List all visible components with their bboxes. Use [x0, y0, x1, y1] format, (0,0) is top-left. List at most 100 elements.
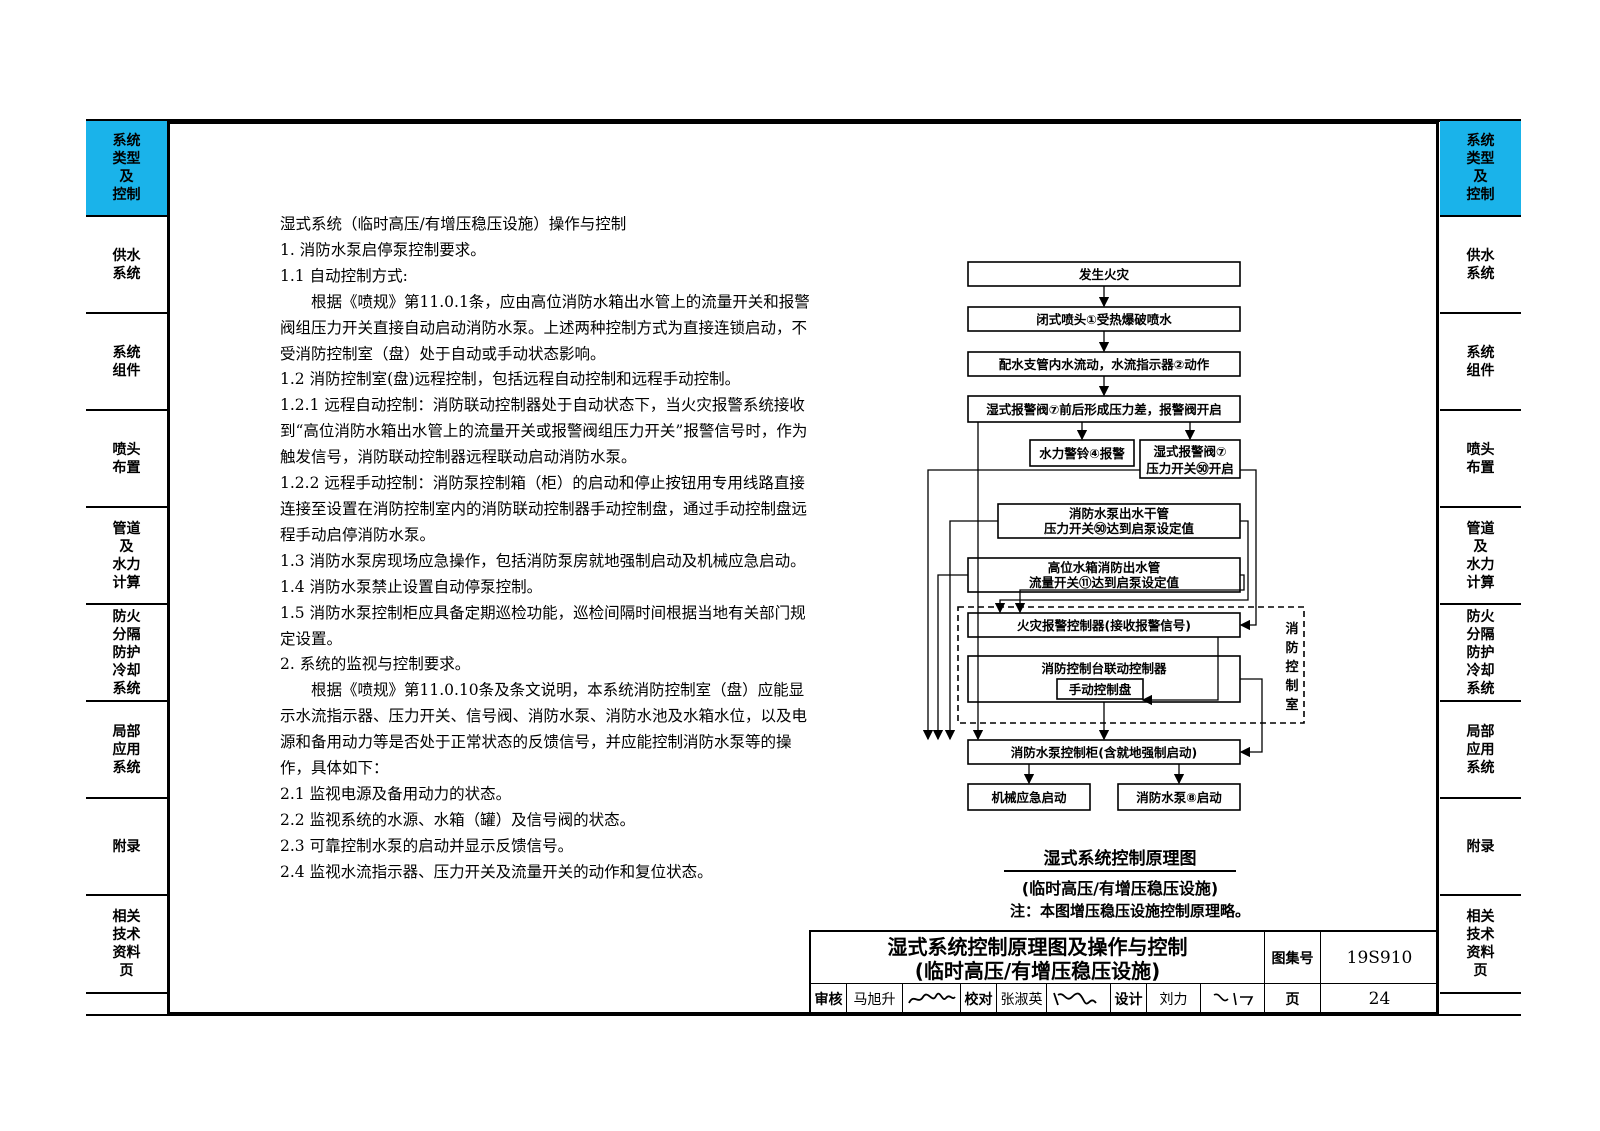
nav-left-water-supply[interactable]: 供水 系统 — [86, 217, 167, 314]
drawing-title-line1: 湿式系统控制原理图及操作与控制 — [887, 935, 1188, 959]
flow-label: 压力开关㊿达到启泵设定值 — [1044, 521, 1195, 536]
flow-label: 消防水泵⑧启动 — [1136, 790, 1222, 805]
flow-box-mechanical-start — [967, 783, 1091, 811]
nav-right-label: 局部 应用 系统 — [1466, 723, 1495, 776]
nav-right-label: 相关 技术 资料 页 — [1466, 909, 1495, 979]
nav-right-related[interactable]: 相关 技术 资料 页 — [1440, 896, 1521, 994]
paragraph: 2.3 可靠控制水泵的启动并显示反馈信号。 — [280, 836, 574, 855]
arrow — [994, 520, 1249, 614]
flow-box-manual-panel — [1056, 678, 1144, 700]
nav-left-label: 局部 应用 系统 — [112, 723, 141, 776]
paragraph: 2.4 监视水流指示器、压力开关及流量开关的动作和复位状态。 — [280, 862, 713, 881]
flow-label: 闭式喷头①受热爆破喷水 — [1036, 312, 1172, 327]
nav-left-components[interactable]: 系统 组件 — [86, 314, 167, 411]
nav-left-related[interactable]: 相关 技术 资料 页 — [86, 896, 167, 994]
right-nav: 系统 类型 及 控制 供水 系统 系统 组件 喷头 布置 管道 及 水力 计算 … — [1440, 121, 1521, 994]
paragraph: 根据《喷规》第11.0.10条及条文说明，本系统消防控制室（盘）应能显示水流指示… — [280, 681, 808, 778]
figure-note: 注：本图增压稳压设施控制原理略。 — [1009, 902, 1250, 920]
nav-right-water-supply[interactable]: 供水 系统 — [1440, 217, 1521, 314]
arrow — [1239, 469, 1257, 631]
figure-subtitle: (临时高压/有增压稳压设施) — [1021, 879, 1219, 898]
nav-right-local-application[interactable]: 局部 应用 系统 — [1440, 702, 1521, 799]
check-signature — [1047, 984, 1111, 1014]
control-room-label: 消 防 控 制 室 — [1285, 622, 1299, 713]
flow-box-flow-switch — [967, 557, 1241, 593]
design-label: 设计 — [1111, 984, 1147, 1014]
nav-left-piping[interactable]: 管道 及 水力 计算 — [86, 508, 167, 605]
nav-right-fire-separation[interactable]: 防火 分隔 防护 冷却 系统 — [1440, 605, 1521, 702]
nav-left-label: 喷头 布置 — [112, 441, 141, 476]
arrow — [1014, 574, 1245, 614]
flow-box-pump-start — [1117, 783, 1241, 811]
nav-left-label: 系统 组件 — [112, 344, 141, 379]
flow-label: 手动控制盘 — [1069, 682, 1132, 697]
flow-box-main-pressure — [997, 503, 1241, 539]
check-name: 张淑英 — [997, 984, 1047, 1014]
title-block: 湿式系统控制原理图及操作与控制 (临时高压/有增压稳压设施) 图集号 19S91… — [809, 930, 1439, 1014]
bottom-rule — [86, 1014, 1521, 1016]
review-name: 马旭升 — [847, 984, 903, 1014]
paragraph: 1.4 消防水泵禁止设置自动停泵控制。 — [280, 577, 543, 596]
flow-label: 湿式报警阀⑦ — [1153, 444, 1226, 459]
paragraph: 1.2.2 远程手动控制：消防泵控制箱（柜）的启动和停止按钮用专用线路直接连接至… — [280, 474, 808, 544]
left-nav: 系统 类型 及 控制 供水 系统 系统 组件 喷头 布置 管道 及 水力 计算 … — [86, 121, 167, 994]
figure-title: 湿式系统控制原理图 — [1043, 849, 1197, 869]
flow-label: 水力警铃④报警 — [1039, 446, 1125, 461]
paragraph: 根据《喷规》第11.0.1条，应由高位消防水箱出水管上的流量开关和报警阀组压力开… — [280, 292, 810, 363]
figure-title-underline — [1004, 870, 1236, 872]
arrow — [944, 520, 998, 741]
nav-left-label: 防火 分隔 防护 冷却 系统 — [112, 608, 141, 697]
flow-box-alarm-controller — [967, 612, 1241, 638]
control-room-boundary — [957, 606, 1305, 724]
flow-box-alarm-valve — [967, 395, 1241, 423]
nav-left-label: 供水 系统 — [112, 247, 141, 282]
drawing-title-line2: (临时高压/有增压稳压设施) — [914, 959, 1161, 983]
nav-right-system-types[interactable]: 系统 类型 及 控制 — [1440, 121, 1521, 217]
nav-left-appendix[interactable]: 附录 — [86, 799, 167, 896]
nav-right-components[interactable]: 系统 组件 — [1440, 314, 1521, 411]
flow-label: 压力开关㊿开启 — [1146, 461, 1234, 476]
paragraph: 1.3 消防水泵房现场应急操作，包括消防泵房就地强制启动及机械应急启动。 — [280, 551, 806, 570]
nav-right-label: 系统 类型 及 控制 — [1466, 133, 1495, 203]
nav-right-label: 防火 分隔 防护 冷却 系统 — [1466, 608, 1495, 697]
flow-label: 火灾报警控制器(接收报警信号) — [1017, 618, 1191, 633]
page-number: 24 — [1321, 984, 1439, 1014]
design-signature — [1201, 984, 1265, 1014]
nav-left-fire-separation[interactable]: 防火 分隔 防护 冷却 系统 — [86, 605, 167, 702]
flow-label: 配水支管内水流动，水流指示器②动作 — [999, 357, 1210, 372]
nav-right-sprinkler-layout[interactable]: 喷头 布置 — [1440, 411, 1521, 508]
nav-right-appendix[interactable]: 附录 — [1440, 799, 1521, 896]
paragraph: 1. 消防水泵启停泵控制要求。 — [280, 240, 486, 259]
nav-right-piping[interactable]: 管道 及 水力 计算 — [1440, 508, 1521, 605]
page-label: 页 — [1265, 984, 1321, 1014]
flow-label: 发生火灾 — [1078, 267, 1130, 282]
nav-left-sprinkler-layout[interactable]: 喷头 布置 — [86, 411, 167, 508]
paragraph: 2.2 监视系统的水源、水箱（罐）及信号阀的状态。 — [280, 810, 636, 829]
atlas-number: 19S910 — [1321, 932, 1439, 984]
flow-label: 流量开关⑪达到启泵设定值 — [1029, 575, 1180, 590]
paragraph: 2.1 监视电源及备用动力的状态。 — [280, 784, 512, 803]
flow-label: 消防水泵控制柜(含就地强制启动) — [1011, 745, 1197, 760]
paragraph: 1.1 自动控制方式: — [280, 266, 408, 285]
nav-right-label: 系统 组件 — [1466, 344, 1495, 379]
paragraph: 1.5 消防水泵控制柜应具备定期巡检功能，巡检间隔时间根据当地有关部门规定设置。 — [280, 603, 806, 648]
arrow — [932, 574, 968, 741]
nav-right-label: 喷头 布置 — [1466, 441, 1495, 476]
body-text: 湿式系统（临时高压/有增压稳压设施）操作与控制 1. 消防水泵启停泵控制要求。 … — [280, 212, 815, 886]
nav-right-label: 供水 系统 — [1466, 247, 1495, 282]
top-rule — [86, 119, 1521, 122]
section-heading: 湿式系统（临时高压/有增压稳压设施）操作与控制 — [280, 215, 627, 233]
nav-left-label: 管道 及 水力 计算 — [112, 520, 141, 591]
paragraph: 1.2.1 远程自动控制：消防联动控制器处于自动状态下，当火灾报警系统接收到“高… — [280, 396, 808, 467]
drawing-frame — [167, 121, 1439, 1015]
flow-label: 高位水箱消防出水管 — [1048, 560, 1161, 575]
flow-label: 消防水泵出水干管 — [1069, 506, 1169, 521]
arrow — [1141, 637, 1219, 706]
nav-left-system-types[interactable]: 系统 类型 及 控制 — [86, 121, 167, 217]
review-label: 审核 — [811, 984, 847, 1014]
nav-left-local-application[interactable]: 局部 应用 系统 — [86, 702, 167, 799]
nav-left-label: 系统 类型 及 控制 — [112, 133, 141, 203]
drawing-title: 湿式系统控制原理图及操作与控制 (临时高压/有增压稳压设施) — [811, 932, 1265, 984]
flow-label: 湿式报警阀⑦前后形成压力差，报警阀开启 — [986, 402, 1222, 417]
